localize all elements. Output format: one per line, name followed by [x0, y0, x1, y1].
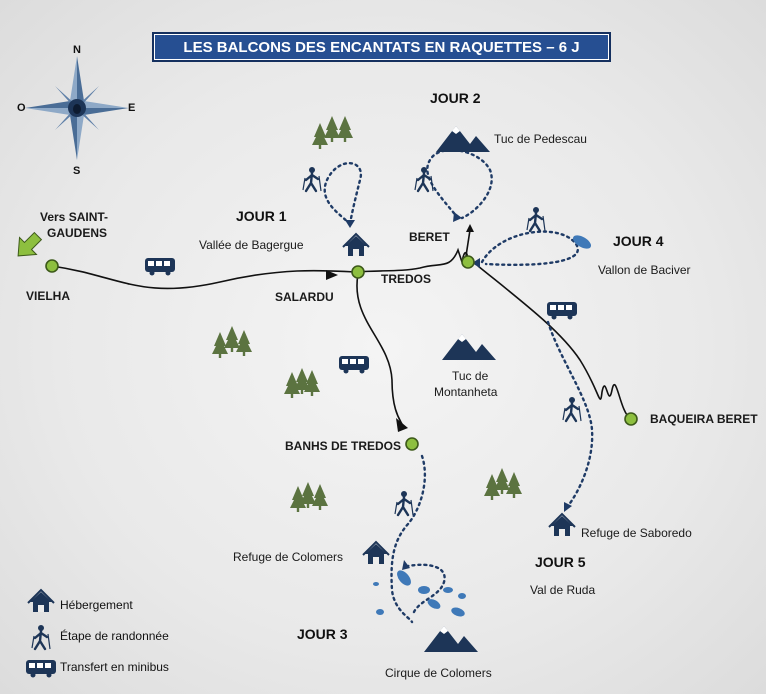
hike-pedescau: [426, 148, 493, 220]
house-icon: [362, 541, 390, 565]
place-label: Tuc de Pedescau: [494, 132, 587, 146]
bus-icon: [547, 302, 577, 320]
tree-icon: [284, 368, 320, 398]
lake-icon: [373, 235, 592, 617]
place-label: Refuge de Saboredo: [581, 526, 692, 540]
arrow-icon: [17, 231, 43, 257]
house-icon: [342, 233, 370, 257]
hiker-icon: [301, 165, 323, 193]
day-label: JOUR 2: [430, 90, 481, 106]
mountain-icon: [436, 126, 490, 152]
mountain-icon: [424, 626, 478, 652]
place-label: BERET: [409, 230, 450, 244]
compass-rose-icon: [25, 56, 129, 160]
place-label: SALARDU: [275, 290, 334, 304]
tree-icon: [312, 116, 353, 149]
place-label: BANHS DE TREDOS: [285, 439, 402, 453]
map-title: LES BALCONS DES ENCANTATS EN RAQUETTES –…: [152, 32, 611, 62]
hiker-icon: [30, 623, 52, 651]
tree-icon: [290, 482, 328, 512]
hike-banhs: [390, 454, 427, 624]
legend-etape: Étape de randonnée: [60, 629, 169, 643]
hike-bagergue: [323, 162, 363, 226]
hike-colomers: [406, 563, 446, 614]
legend-transfert: Transfert en minibus: [60, 660, 169, 674]
day-label: JOUR 4: [613, 233, 664, 249]
compass-north: N: [73, 44, 81, 56]
legend-hebergement: Hébergement: [60, 598, 133, 612]
place-label: Refuge de Colomers: [233, 550, 344, 564]
hike-ruda: [546, 320, 594, 508]
place-label: Val de Ruda: [530, 583, 596, 597]
place-label: Cirque de Colomers: [385, 666, 492, 680]
bus-icon: [145, 258, 175, 276]
tree-icon: [212, 326, 252, 358]
place-label: Montanheta: [434, 385, 498, 399]
day-label: JOUR 5: [535, 554, 586, 570]
location-node: [45, 255, 638, 451]
bus-icon: [26, 660, 56, 678]
hiker-icon: [561, 395, 583, 423]
tree-icon: [484, 468, 522, 500]
hiker-icon: [413, 165, 435, 193]
hike-baciver: [480, 230, 579, 267]
place-label: Vallon de Baciver: [598, 263, 691, 277]
hiker-icon: [525, 205, 547, 233]
route-salardu-banhs: [356, 273, 403, 425]
place-label: Vallée de Bagergue: [199, 238, 304, 252]
place-label: VIELHA: [26, 289, 71, 303]
compass-south: S: [73, 165, 81, 177]
bus-icon: [339, 356, 369, 374]
place-label: Tuc de: [452, 369, 489, 383]
compass-east: E: [128, 102, 136, 114]
hiker-icon: [393, 489, 415, 517]
day-label: JOUR 3: [297, 626, 348, 642]
place-label: TREDOS: [381, 272, 432, 286]
mountain-icon: [442, 334, 496, 360]
house-icon: [548, 513, 576, 537]
day-label: JOUR 1: [236, 208, 287, 224]
house-icon: [27, 589, 55, 613]
place-label: GAUDENS: [47, 226, 108, 240]
place-label: Vers SAINT-: [40, 210, 109, 224]
compass-west: O: [17, 102, 26, 114]
route-beret-baqueira: [477, 265, 631, 419]
place-label: BAQUEIRA BERET: [650, 412, 758, 426]
